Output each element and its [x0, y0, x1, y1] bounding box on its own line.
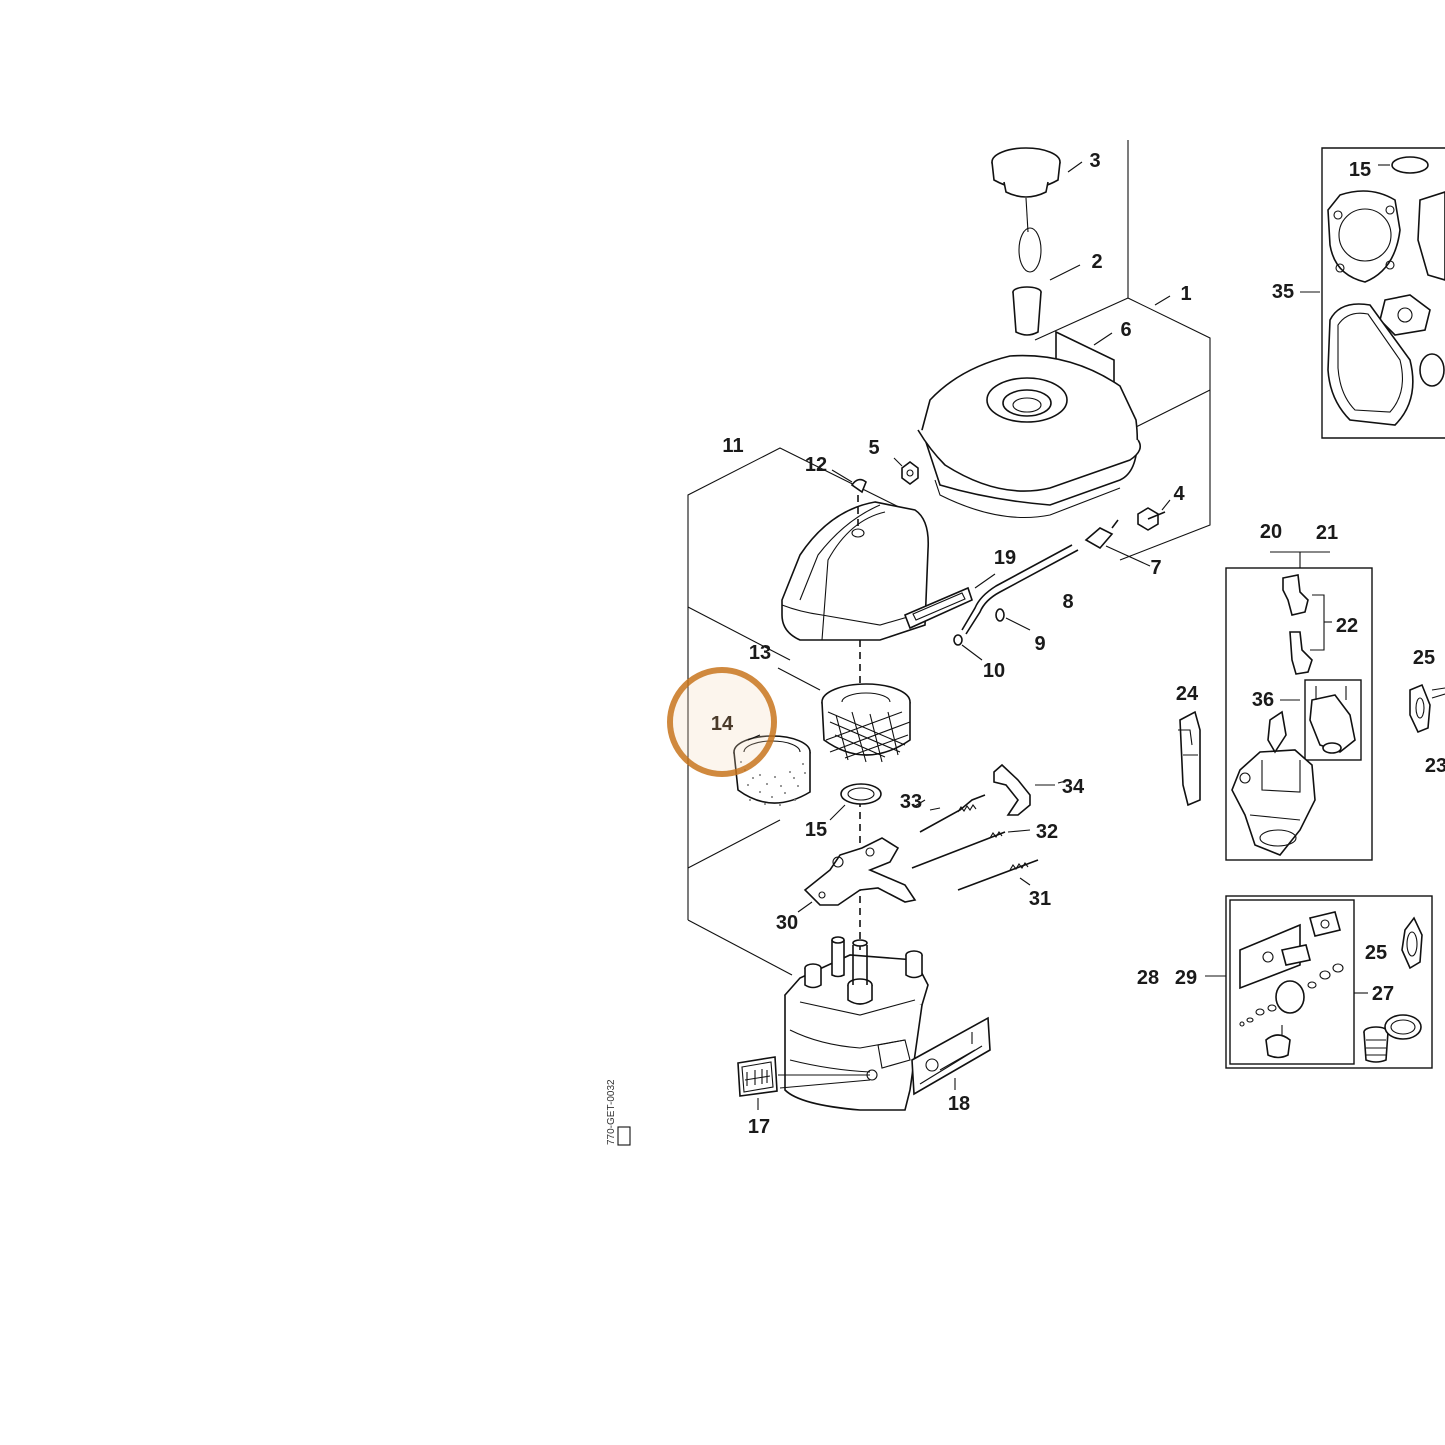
- throttle-label: [911, 1016, 991, 1096]
- air-cleaner-cover: [781, 501, 930, 641]
- label-25: 25: [1413, 647, 1435, 669]
- label-27: 27: [1372, 983, 1394, 1005]
- label-28: 28: [1137, 967, 1159, 989]
- gasket-strip: [903, 573, 996, 630]
- label-31: 31: [1029, 888, 1051, 910]
- label-22: 22: [1336, 615, 1358, 637]
- control-bracket: [797, 837, 917, 913]
- label-36: 36: [1252, 689, 1274, 711]
- label-14: 14: [711, 713, 734, 735]
- label-18: 18: [948, 1093, 970, 1115]
- drawing-code: 770-GET-0032: [606, 1079, 631, 1146]
- label-11: 11: [722, 435, 743, 457]
- fuel-tank: [917, 354, 1141, 519]
- highlight-circle: [667, 667, 777, 777]
- tank-bolt: [1137, 499, 1171, 531]
- springs-and-rods: [911, 763, 1055, 891]
- label-8: 8: [1062, 591, 1073, 613]
- label-12: 12: [805, 454, 827, 476]
- label-25-kit: 25: [1365, 942, 1387, 964]
- label-17: 17: [748, 1116, 770, 1138]
- label-19: 19: [994, 547, 1016, 569]
- label-9: 9: [1034, 633, 1045, 655]
- label-15-gasket: 15: [1349, 159, 1371, 181]
- nut: [901, 461, 919, 485]
- leader-lines: [747, 161, 1171, 807]
- paper-filter: [777, 667, 911, 763]
- label-5: 5: [868, 437, 879, 459]
- fuel-strainer: [1012, 286, 1042, 336]
- label-4: 4: [1173, 483, 1185, 505]
- fuel-cap: [991, 147, 1061, 273]
- label-3: 3: [1089, 150, 1100, 172]
- label-21: 21: [1316, 522, 1338, 544]
- label-33: 33: [900, 791, 922, 813]
- drawing-code-text: 770-GET-0032: [606, 1079, 617, 1145]
- gasket-kit-box: [1300, 147, 1445, 439]
- choke-label: [737, 1056, 871, 1110]
- label-35: 35: [1272, 281, 1294, 303]
- part-labels: 1 2 3 4 5 6 7 8 9 10 11 12 13 14 15 15 1…: [711, 150, 1445, 1138]
- label-30: 30: [776, 912, 798, 934]
- carb-kit-box: [1205, 895, 1433, 1069]
- label-7: 7: [1150, 557, 1161, 579]
- label-1: 1: [1180, 283, 1191, 305]
- label-23: 23: [1425, 755, 1445, 777]
- label-20: 20: [1260, 521, 1282, 543]
- fuel-tank-group: [893, 140, 1211, 661]
- air-cleaner-group: [687, 447, 1055, 1111]
- misc-parts: [1178, 683, 1445, 807]
- label-15: 15: [805, 819, 827, 841]
- label-10: 10: [983, 660, 1005, 682]
- label-2: 2: [1091, 251, 1102, 273]
- o-ring: [840, 783, 882, 805]
- label-34: 34: [1062, 776, 1085, 798]
- carburetor-box: [1225, 551, 1373, 861]
- label-13: 13: [749, 642, 771, 664]
- label-32: 32: [1036, 821, 1058, 843]
- label-29: 29: [1175, 967, 1197, 989]
- label-24: 24: [1176, 683, 1199, 705]
- label-6: 6: [1120, 319, 1131, 341]
- fuel-valve: [1084, 519, 1151, 567]
- fuel-line: [965, 549, 1079, 635]
- air-cleaner-base: [783, 936, 929, 1111]
